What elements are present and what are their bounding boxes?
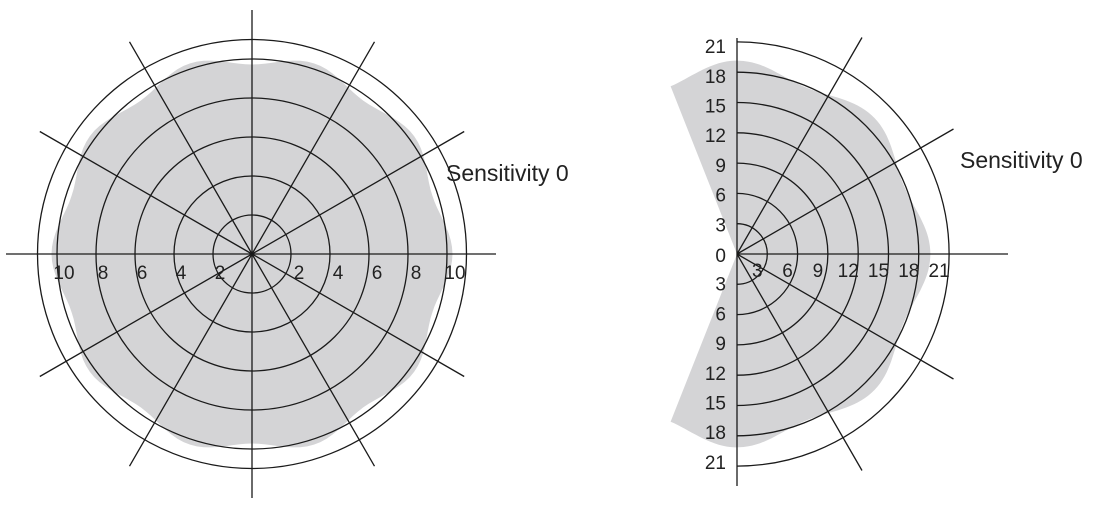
tick-label: 18 — [705, 423, 726, 444]
tick-label: 6 — [782, 261, 793, 282]
radial-line — [251, 41, 376, 255]
tick-label: 4 — [333, 263, 344, 284]
tick-label: 2 — [294, 263, 305, 284]
radial-line — [736, 37, 863, 255]
tick-label: 3 — [715, 275, 726, 296]
tick-label: 3 — [715, 215, 726, 236]
tick-label: 0 — [715, 246, 726, 267]
tick-label: 8 — [98, 263, 109, 284]
tick-label: 6 — [372, 263, 383, 284]
tick-label: 12 — [838, 261, 859, 282]
radial-line — [736, 253, 954, 380]
tick-label: 6 — [137, 263, 148, 284]
sensitivity-label: Sensitivity 0 — [446, 160, 569, 186]
sensitivity-label: Sensitivity 0 — [960, 147, 1083, 173]
tick-label: 12 — [705, 364, 726, 385]
tick-label: 3 — [752, 261, 763, 282]
radial-line — [39, 130, 253, 255]
tick-label: 9 — [813, 261, 824, 282]
radial-line — [39, 253, 253, 378]
tick-label: 9 — [715, 334, 726, 355]
tick-label: 15 — [705, 97, 726, 118]
tick-label: 21 — [705, 453, 726, 474]
radial-line — [736, 128, 954, 255]
radial-line — [736, 253, 863, 471]
tick-label: 21 — [929, 261, 950, 282]
radial-line — [251, 130, 465, 255]
tick-label: 9 — [715, 156, 726, 177]
tick-label: 10 — [444, 263, 465, 284]
radial-line — [128, 253, 253, 467]
tick-label: 6 — [715, 304, 726, 325]
tick-label: 12 — [705, 126, 726, 147]
tick-label: 21 — [705, 37, 726, 58]
tick-label: 15 — [868, 261, 889, 282]
tick-label: 8 — [411, 263, 422, 284]
radial-line — [128, 41, 253, 255]
tick-label: 2 — [215, 263, 226, 284]
omni-coverage-diagram: 10 8 6 4 2 2 4 6 8 10 Sensitivity 0 — [6, 10, 569, 498]
tick-label: 18 — [705, 67, 726, 88]
tick-label: 18 — [898, 261, 919, 282]
tick-label: 6 — [715, 186, 726, 207]
tick-label: 15 — [705, 394, 726, 415]
radial-line — [251, 253, 376, 467]
radial-line — [251, 253, 465, 378]
tick-label: 10 — [53, 263, 74, 284]
tick-label: 4 — [176, 263, 187, 284]
